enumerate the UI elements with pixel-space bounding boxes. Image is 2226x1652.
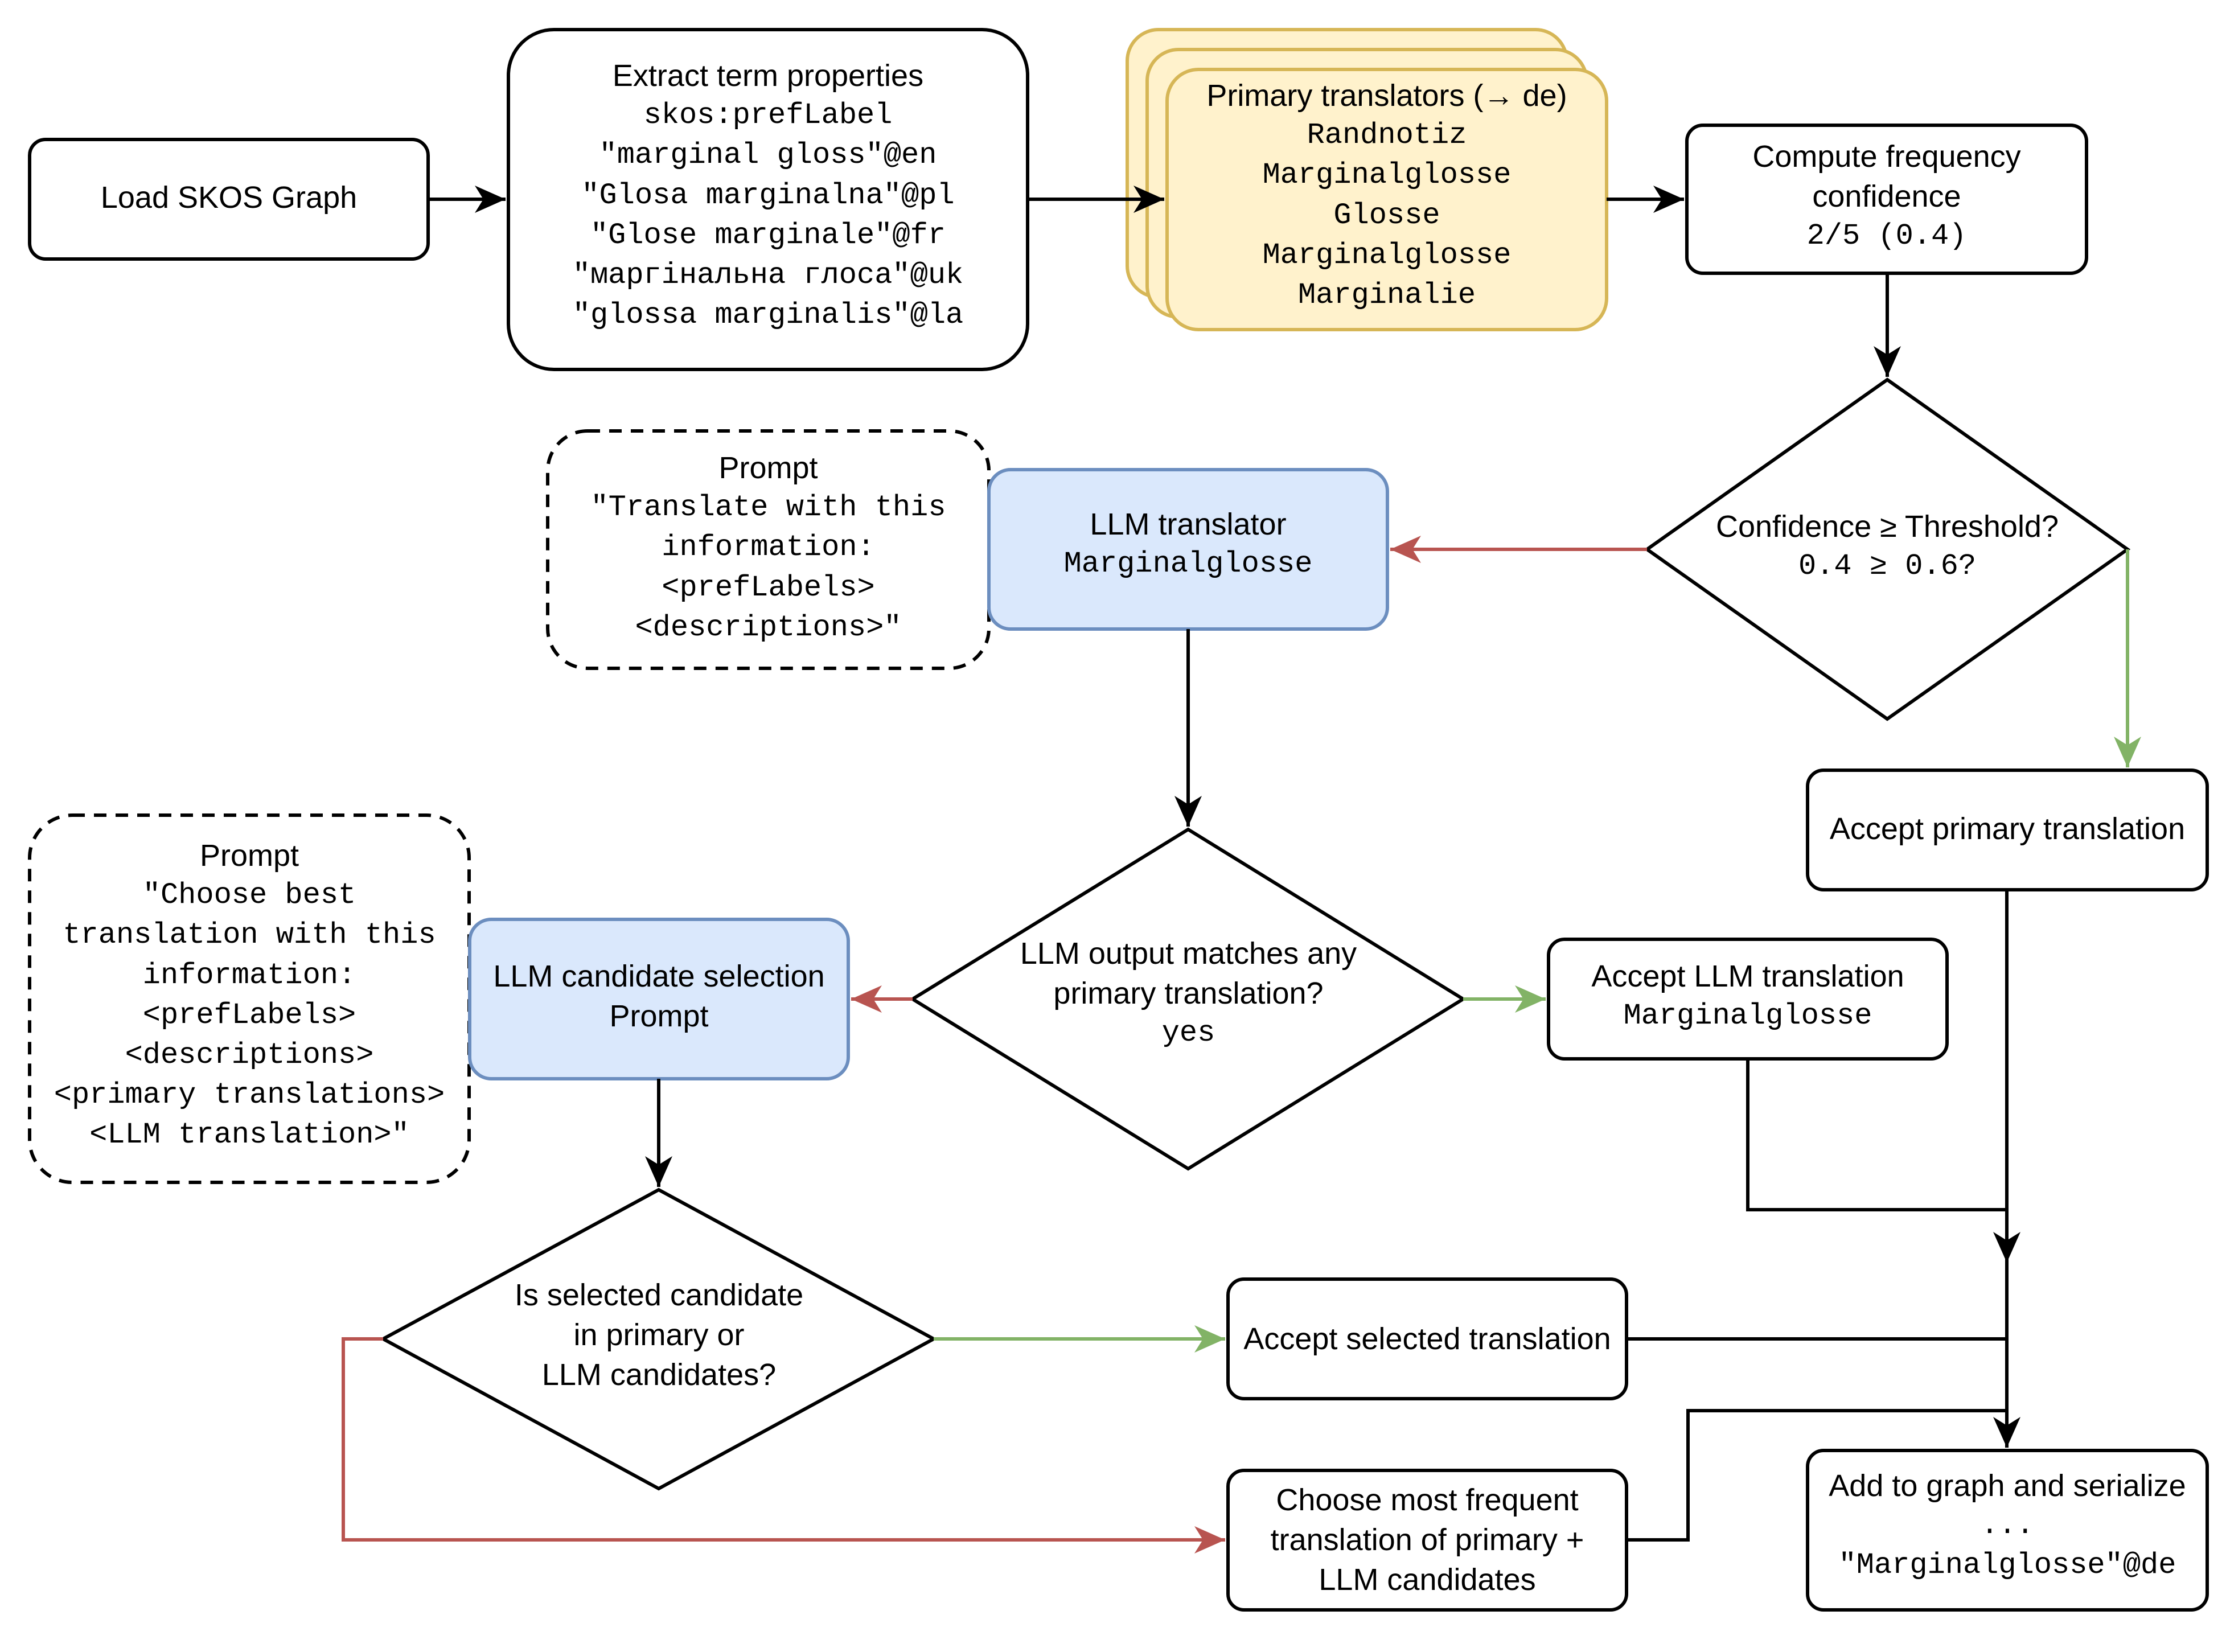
prompt-select-box [28,813,471,1184]
accept-selected-box [1226,1277,1628,1400]
llm-candidate-selection-box [468,918,850,1080]
edge-accept-llm-join [1746,1059,2007,1211]
threshold-decision [1644,377,2131,721]
compute-frequency-box [1685,124,2088,275]
llm-match-decision [909,827,1467,1171]
edge-check-no [342,1337,1225,1554]
edge-most-frequent-join [1627,1409,2007,1542]
accept-primary-box [1806,769,2209,891]
accept-llm-box [1547,938,1949,1061]
extract-term-properties-box [507,28,1029,371]
add-to-graph-box [1806,1449,2209,1612]
load-skos-graph-box [28,138,430,261]
primary-translators-box [1165,68,1608,331]
most-frequent-box [1226,1469,1628,1612]
prompt-translate-box [546,429,991,670]
selected-candidate-decision [379,1187,938,1491]
llm-translator-box [987,468,1389,631]
